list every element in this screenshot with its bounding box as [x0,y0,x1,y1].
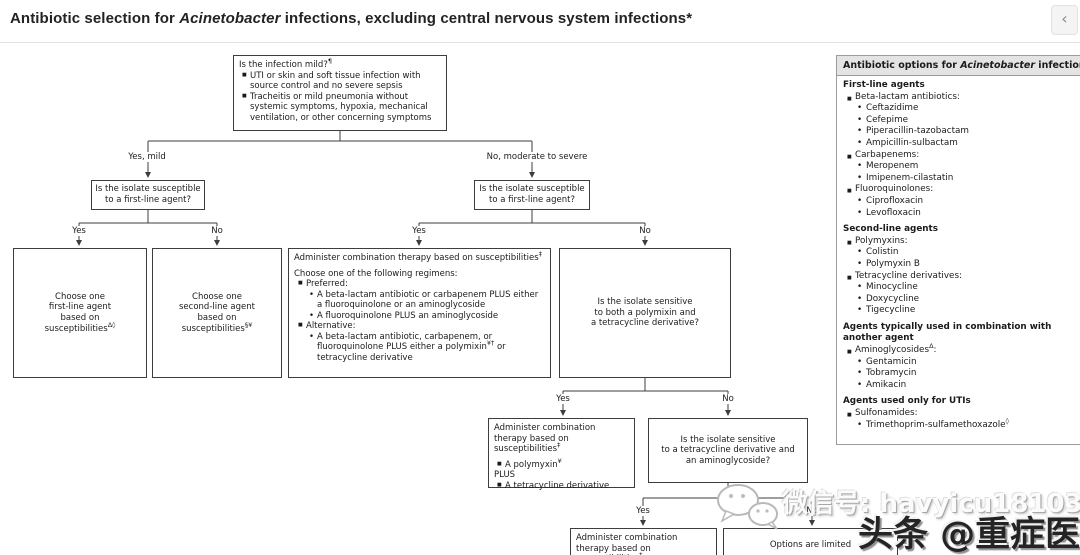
decision-question: Is the infection mild?¶ [239,57,332,70]
sidebar-section: Agents typically used in combination wit… [843,322,1080,392]
combo-regimen: A beta-lactam antibiotic or carbapenem P… [294,290,545,311]
branch-label-no: No [803,506,821,516]
sidebar-section-heading: Agents typically used in combination wit… [843,321,1052,344]
branch-label-no: No [208,226,226,236]
combo-intro: Choose one of the following regimens: [294,268,458,279]
sidebar-section: Second-line agentsPolymyxins:ColistinPol… [843,224,1080,317]
decision-bullet: Tracheitis or mild pneumonia without sys… [239,92,441,124]
watermark-toutiao-handle: 头条 @重症医学 [858,515,1080,555]
branch-label-no: No [636,226,654,236]
collapse-chevron-button[interactable]: ‹ [1051,5,1078,35]
rx-title: Administer combination therapy based on … [494,423,596,455]
sidebar-group-label: Polymyxins: [843,236,1080,249]
sidebar-item: Cefepime [843,115,1080,127]
sidebar-item: Trimethoprim-sulfamethoxazole◊ [843,417,1080,432]
decision-infection-mild: Is the infection mild?¶ UTI or skin and … [233,55,447,131]
sidebar-section-heading: First-line agents [843,80,925,90]
sidebar-item: Ciprofloxacin [843,196,1080,208]
page-title-italic: Acinetobacter [179,10,281,27]
sidebar-item: Levofloxacin [843,208,1080,220]
sidebar-section-heading: Second-line agents [843,224,938,235]
combo-title: Administer combination therapy based on … [294,250,542,263]
panel-title: Antibiotic options for Acinetobacter inf… [837,56,1080,76]
sidebar-item: Amikacin [843,380,1080,392]
decision-polymixin-tetracycline: Is the isolate sensitive to both a polym… [559,248,731,378]
sidebar-section: Agents used only for UTIsSulfonamides:Tr… [843,396,1080,431]
action-combination-therapy: Administer combination therapy based on … [288,248,551,378]
combo-alternative-label: Alternative: [294,321,545,332]
app-header: Antibiotic selection for Acinetobacter i… [0,0,1080,43]
rx-title: Administer combination therapy based on … [576,533,678,555]
sidebar-group-label: Beta-lactam antibiotics: [843,92,1080,105]
branch-label-yes: Yes [633,506,653,516]
sidebar-item: Ceftazidime [843,103,1080,115]
sidebar-item: Imipenem-cilastatin [843,173,1080,185]
branch-label-yes: Yes [409,226,429,236]
sidebar-section-heading: Agents used only for UTIs [843,396,971,407]
rx-item: A polymyxin¥ [494,458,629,471]
branch-label-no-moderate: No, moderate to severe [483,152,591,162]
sidebar-item: Doxycycline [843,294,1080,306]
sidebar-item: Gentamicin [843,357,1080,369]
branch-label-yes: Yes [69,226,89,236]
sidebar-body: First-line agentsBeta-lactam antibiotics… [837,76,1080,435]
action-second-line-agent: Choose one second-line agent based on su… [152,248,282,378]
sidebar-item: Tobramycin [843,368,1080,380]
sidebar-group-label: Carbapenems: [843,150,1080,163]
sidebar-item: Colistin [843,247,1080,259]
action-combination-bottom: Administer combination therapy based on … [570,528,717,555]
action-first-line-agent: Choose one first-line agent based on sus… [13,248,147,378]
rx-item: A tetracycline derivative [494,481,629,492]
sidebar-item: Polymyxin B [843,259,1080,271]
sidebar-item: Ampicillin-sulbactam [843,138,1080,150]
branch-label-no: No [719,394,737,404]
chevron-left-icon: ‹ [1061,9,1068,28]
sidebar-item: Tigecycline [843,305,1080,317]
page-title-tail: infections, excluding central nervous sy… [280,10,693,27]
page-title-text: Antibiotic selection for [10,10,180,27]
action-polymyxin-plus-tetracycline: Administer combination therapy based on … [488,418,635,491]
decision-tetracycline-aminoglycoside: Is the isolate sensitive to a tetracycli… [648,418,808,483]
branch-label-yes: Yes [553,394,573,404]
outcome-options-limited: Options are limited [723,528,898,555]
sidebar-group-label: Sulfonamides: [843,408,1080,421]
sidebar-item: Meropenem [843,161,1080,173]
sidebar-item: Piperacillin-tazobactam [843,126,1080,138]
combo-regimen: A beta-lactam antibiotic, carbapenem, or… [294,332,545,364]
sidebar-group-label: AminoglycosidesΔ: [843,343,1080,358]
combo-regimen: A fluoroquinolone PLUS an aminoglycoside [294,311,545,322]
combo-preferred-label: Preferred: [294,279,545,290]
page-title: Antibiotic selection for Acinetobacter i… [0,0,1080,27]
antibiotic-options-panel: Antibiotic options for Acinetobacter inf… [836,55,1080,445]
sidebar-group-label: Fluoroquinolones: [843,184,1080,197]
rx-plus: PLUS [494,470,516,481]
branch-label-yes-mild: Yes, mild [125,152,169,162]
watermark-wechat-id: 微信号: havyicu181031 [782,489,1080,519]
sidebar-group-label: Tetracycline derivatives: [843,271,1080,284]
sidebar-item: Minocycline [843,282,1080,294]
decision-firstline-severe: Is the isolate susceptible to a first-li… [474,180,590,210]
decision-firstline-mild: Is the isolate susceptible to a first-li… [91,180,205,210]
wechat-icon [717,484,778,530]
decision-bullet: UTI or skin and soft tissue infection wi… [239,71,441,92]
sidebar-section: First-line agentsBeta-lactam antibiotics… [843,80,1080,219]
